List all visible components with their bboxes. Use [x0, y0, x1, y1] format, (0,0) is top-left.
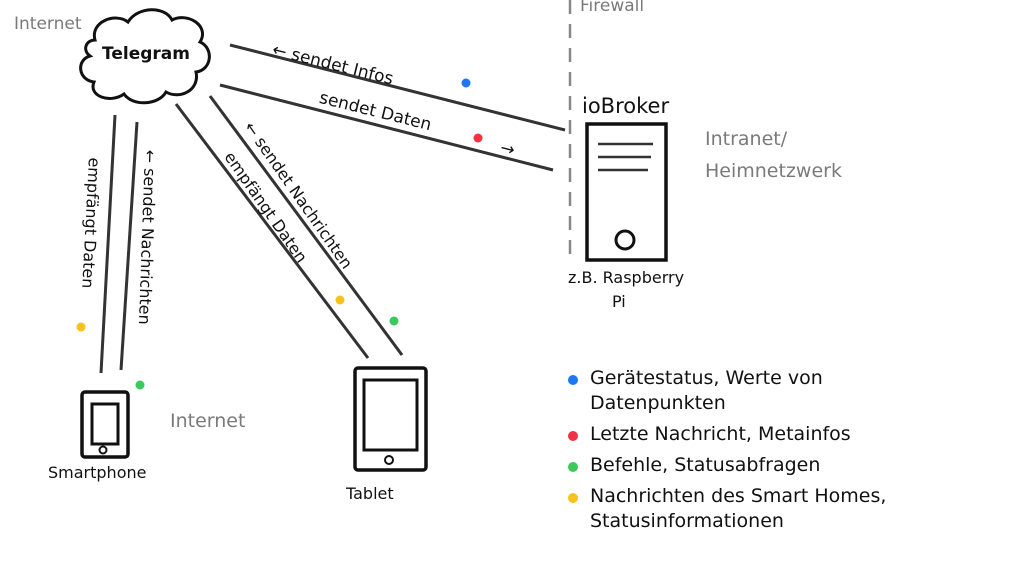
iobroker-label: ioBroker: [582, 94, 670, 118]
dot-blue-edge: [461, 78, 471, 88]
blue-dot-icon: [568, 375, 578, 385]
zone-intranet-line2: Heimnetzwerk: [705, 160, 842, 182]
green-dot-icon: [568, 462, 578, 472]
dot-green-tablet: [389, 316, 399, 326]
dot-yellow-tablet: [335, 295, 345, 305]
zone-internet-top: Internet: [14, 14, 82, 34]
tablet-icon: [353, 366, 428, 472]
telegram-label: Telegram: [102, 44, 190, 64]
smartphone-icon: [80, 390, 130, 459]
iobroker-hint-line2: Pi: [612, 292, 626, 311]
edge-tablet-send: [208, 95, 404, 356]
legend-text: Letzte Nachricht, Metainfos: [590, 423, 851, 445]
edge-phone-receive: [99, 114, 117, 374]
telegram-cloud-icon: [79, 8, 211, 105]
iobroker-hint-line1: z.B. Raspberry: [568, 268, 685, 287]
tablet-label: Tablet: [346, 484, 394, 503]
legend: Gerätestatus, Werte von Datenpunkten Let…: [568, 366, 928, 540]
legend-text: Gerätestatus, Werte von Datenpunkten: [590, 367, 823, 414]
zone-intranet-line1: Intranet/: [705, 128, 788, 150]
edge-telegram-iobroker-top: [229, 43, 566, 132]
dot-red-edge: [473, 133, 483, 143]
legend-text: Nachrichten des Smart Homes, Statusinfor…: [590, 485, 887, 532]
edge-phone-send: [119, 121, 139, 371]
legend-item-yellow: Nachrichten des Smart Homes, Statusinfor…: [568, 484, 928, 534]
legend-item-green: Befehle, Statusabfragen: [568, 453, 928, 478]
dot-green-phone: [135, 380, 145, 390]
edge-telegram-iobroker-bottom: [219, 83, 554, 172]
legend-item-red: Letzte Nachricht, Metainfos: [568, 422, 928, 447]
server-icon: [585, 122, 668, 262]
red-dot-icon: [568, 431, 578, 441]
zone-internet-bottom: Internet: [170, 410, 246, 432]
edge-tablet-receive: [174, 103, 370, 359]
yellow-dot-icon: [568, 493, 578, 503]
legend-item-blue: Gerätestatus, Werte von Datenpunkten: [568, 366, 928, 416]
legend-text: Befehle, Statusabfragen: [590, 454, 821, 476]
zone-firewall: Firewall: [580, 0, 645, 16]
dot-yellow-phone: [76, 322, 86, 332]
smartphone-label: Smartphone: [48, 463, 147, 482]
